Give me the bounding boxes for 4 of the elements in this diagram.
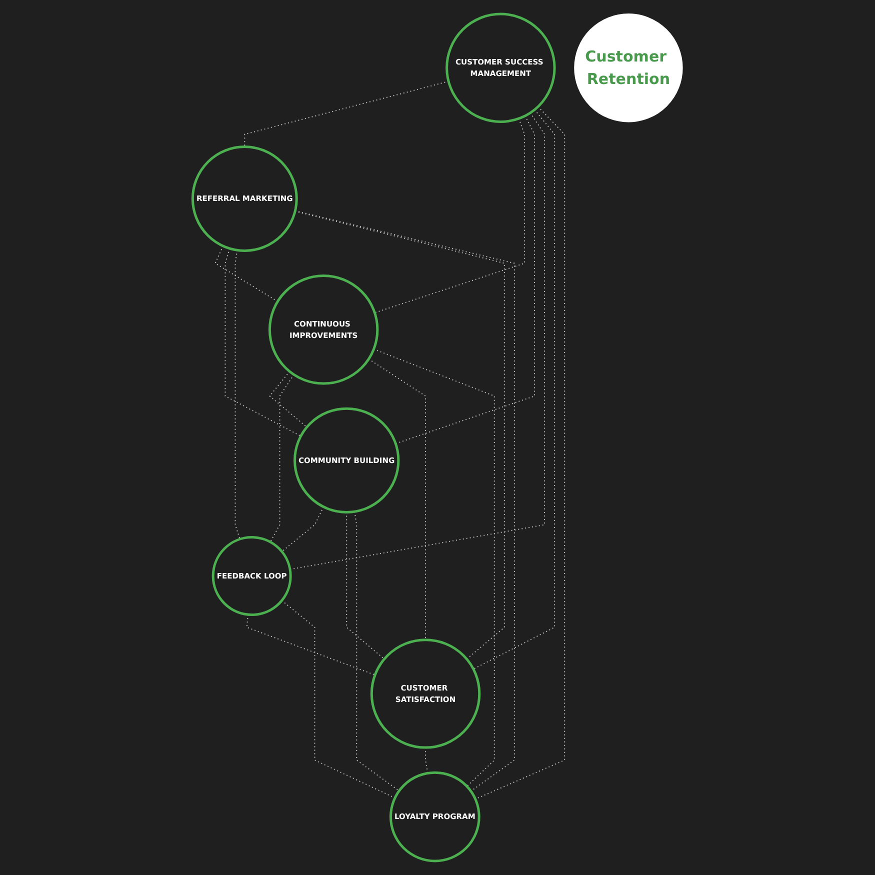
- node-circle: Customer Retention: [574, 14, 683, 122]
- connector: [294, 210, 515, 792]
- connector: [294, 210, 505, 660]
- connector: [472, 109, 556, 670]
